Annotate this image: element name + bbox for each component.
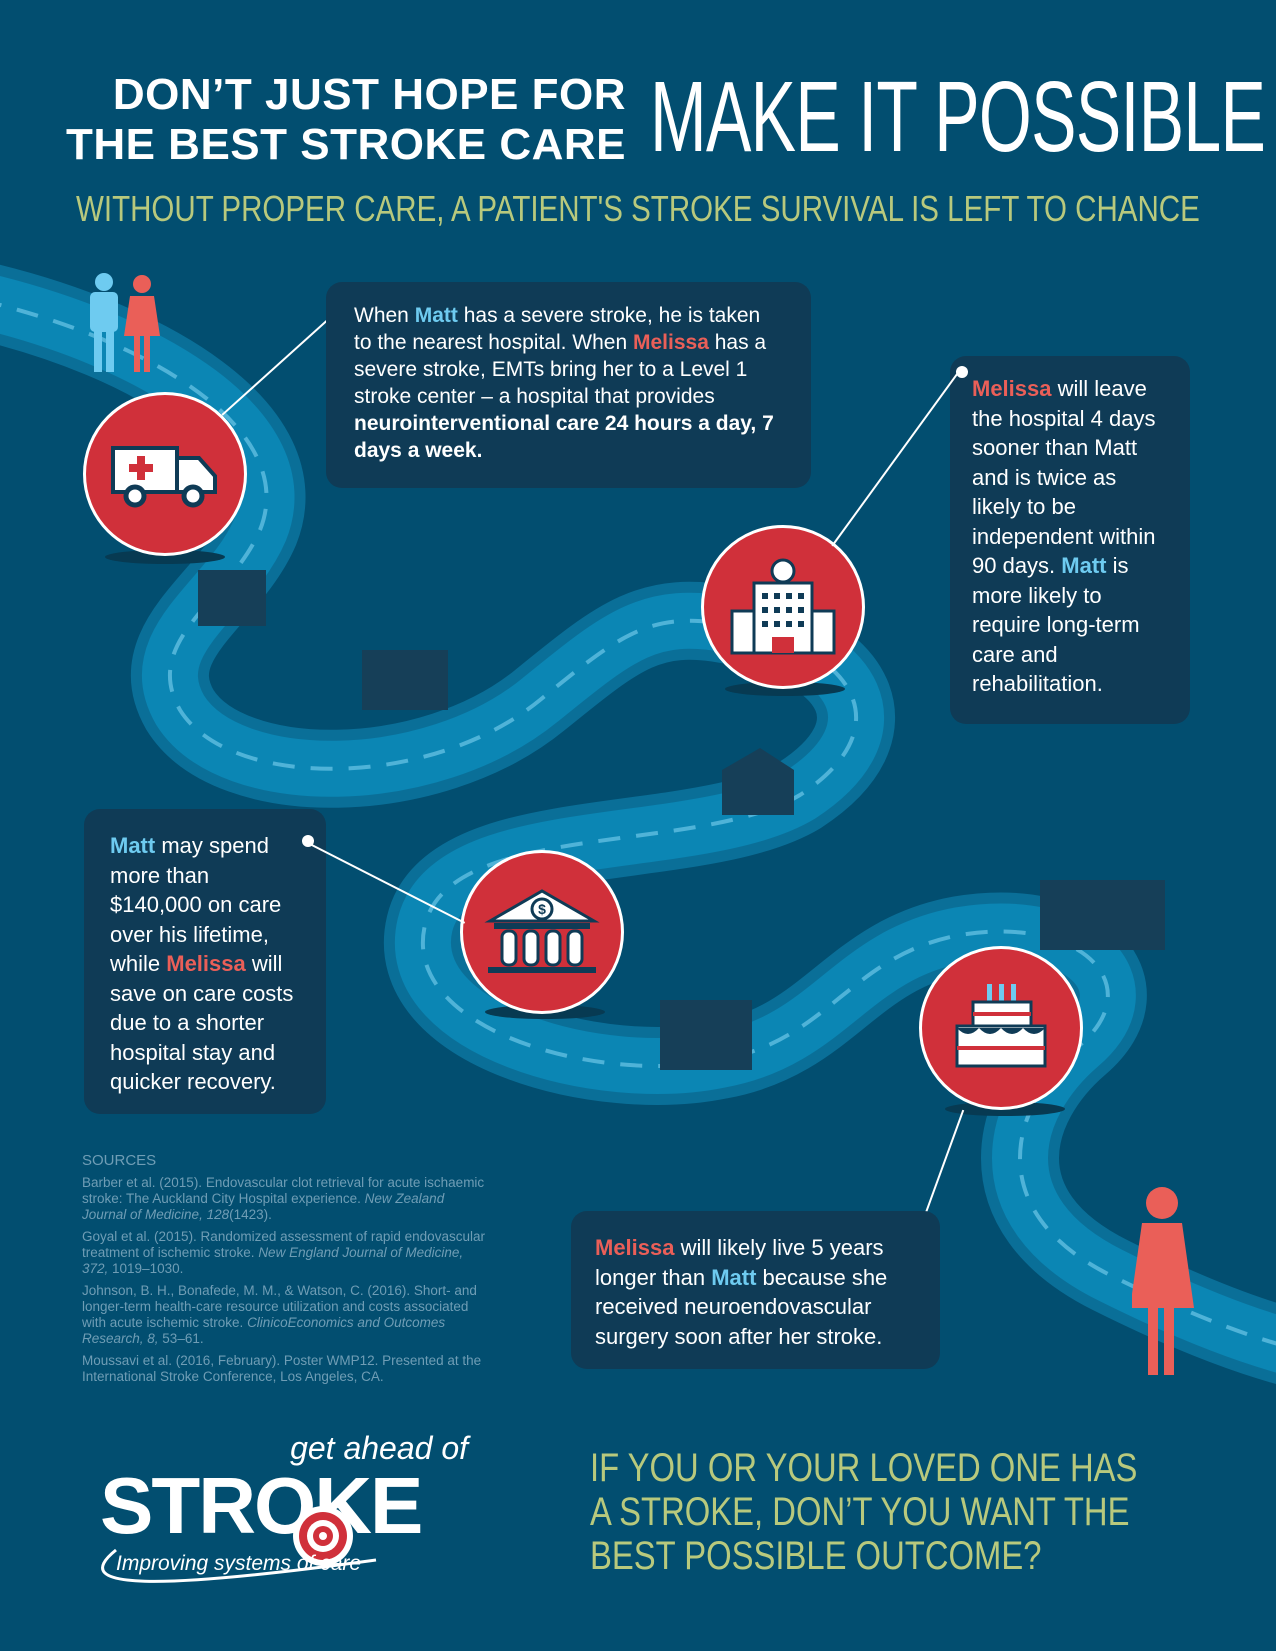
logo-swoosh-target-icon — [101, 1506, 377, 1583]
melissa-figure-icon — [124, 275, 160, 372]
matt-and-melissa-figures-icon — [90, 273, 160, 372]
hospital-badge — [701, 525, 865, 689]
source-item: Moussavi et al. (2016, February). Poster… — [82, 1353, 482, 1384]
step-3-card: Matt may spend more than $140,000 on car… — [84, 809, 326, 1114]
bank-dollar-icon: $ — [484, 889, 600, 973]
ambulance-icon — [111, 446, 217, 508]
step-4-card: Melissa will likely live 5 years longer … — [571, 1211, 940, 1369]
house-icon — [722, 748, 794, 815]
headline-line-1: DON’T JUST HOPE FOR — [112, 70, 626, 119]
get-ahead-of-stroke-logo: get ahead of STROKE Improving systems of… — [76, 1430, 476, 1590]
subtitle: WITHOUT PROPER CARE, A PATIENT'S STROKE … — [76, 188, 1200, 229]
headline-line-2: THE BEST STROKE CARE — [65, 120, 626, 169]
melissa-figure-icon — [1132, 1187, 1194, 1375]
ambulance-badge — [83, 392, 247, 556]
logo-tagline: Improving systems of care — [116, 1552, 362, 1575]
sources-section: SOURCES Barber et al. (2015). Endovascul… — [82, 1153, 492, 1391]
shadow — [105, 550, 225, 564]
sources-title: SOURCES — [82, 1152, 157, 1169]
shadow — [725, 682, 845, 696]
bank-badge: $ — [460, 850, 624, 1014]
step-1-card: When Matt has a severe stroke, he is tak… — [326, 282, 811, 488]
building-icon — [198, 570, 266, 626]
step-2-card: Melissa will leave the hospital 4 days s… — [950, 356, 1190, 724]
building-icon — [1040, 880, 1165, 950]
svg-text:$: $ — [538, 901, 546, 917]
logo-main-text: STROKE — [100, 1461, 423, 1550]
building-icon — [660, 1000, 752, 1070]
source-item: Goyal et al. (2015). Randomized assessme… — [82, 1229, 485, 1276]
source-item: Johnson, B. H., Bonafede, M. M., & Watso… — [82, 1283, 477, 1346]
matt-figure-icon — [90, 273, 118, 372]
background-buildings — [198, 570, 1165, 1070]
source-item: Barber et al. (2015). Endovascular clot … — [82, 1175, 485, 1222]
connector-dot — [302, 835, 314, 847]
building-icon — [362, 650, 448, 710]
cake-badge — [919, 946, 1083, 1110]
hospital-icon — [730, 558, 836, 655]
logo-top-text: get ahead of — [290, 1430, 468, 1466]
headline-right: MAKE IT POSSIBLE — [650, 61, 1266, 173]
connector-dot — [956, 366, 968, 378]
birthday-cake-icon — [955, 984, 1047, 1068]
closing-question: IF YOU OR YOUR LOVED ONE HAS A STROKE, D… — [590, 1446, 1138, 1578]
headline-left: DON’T JUST HOPE FOR THE BEST STROKE CARE — [40, 70, 626, 170]
